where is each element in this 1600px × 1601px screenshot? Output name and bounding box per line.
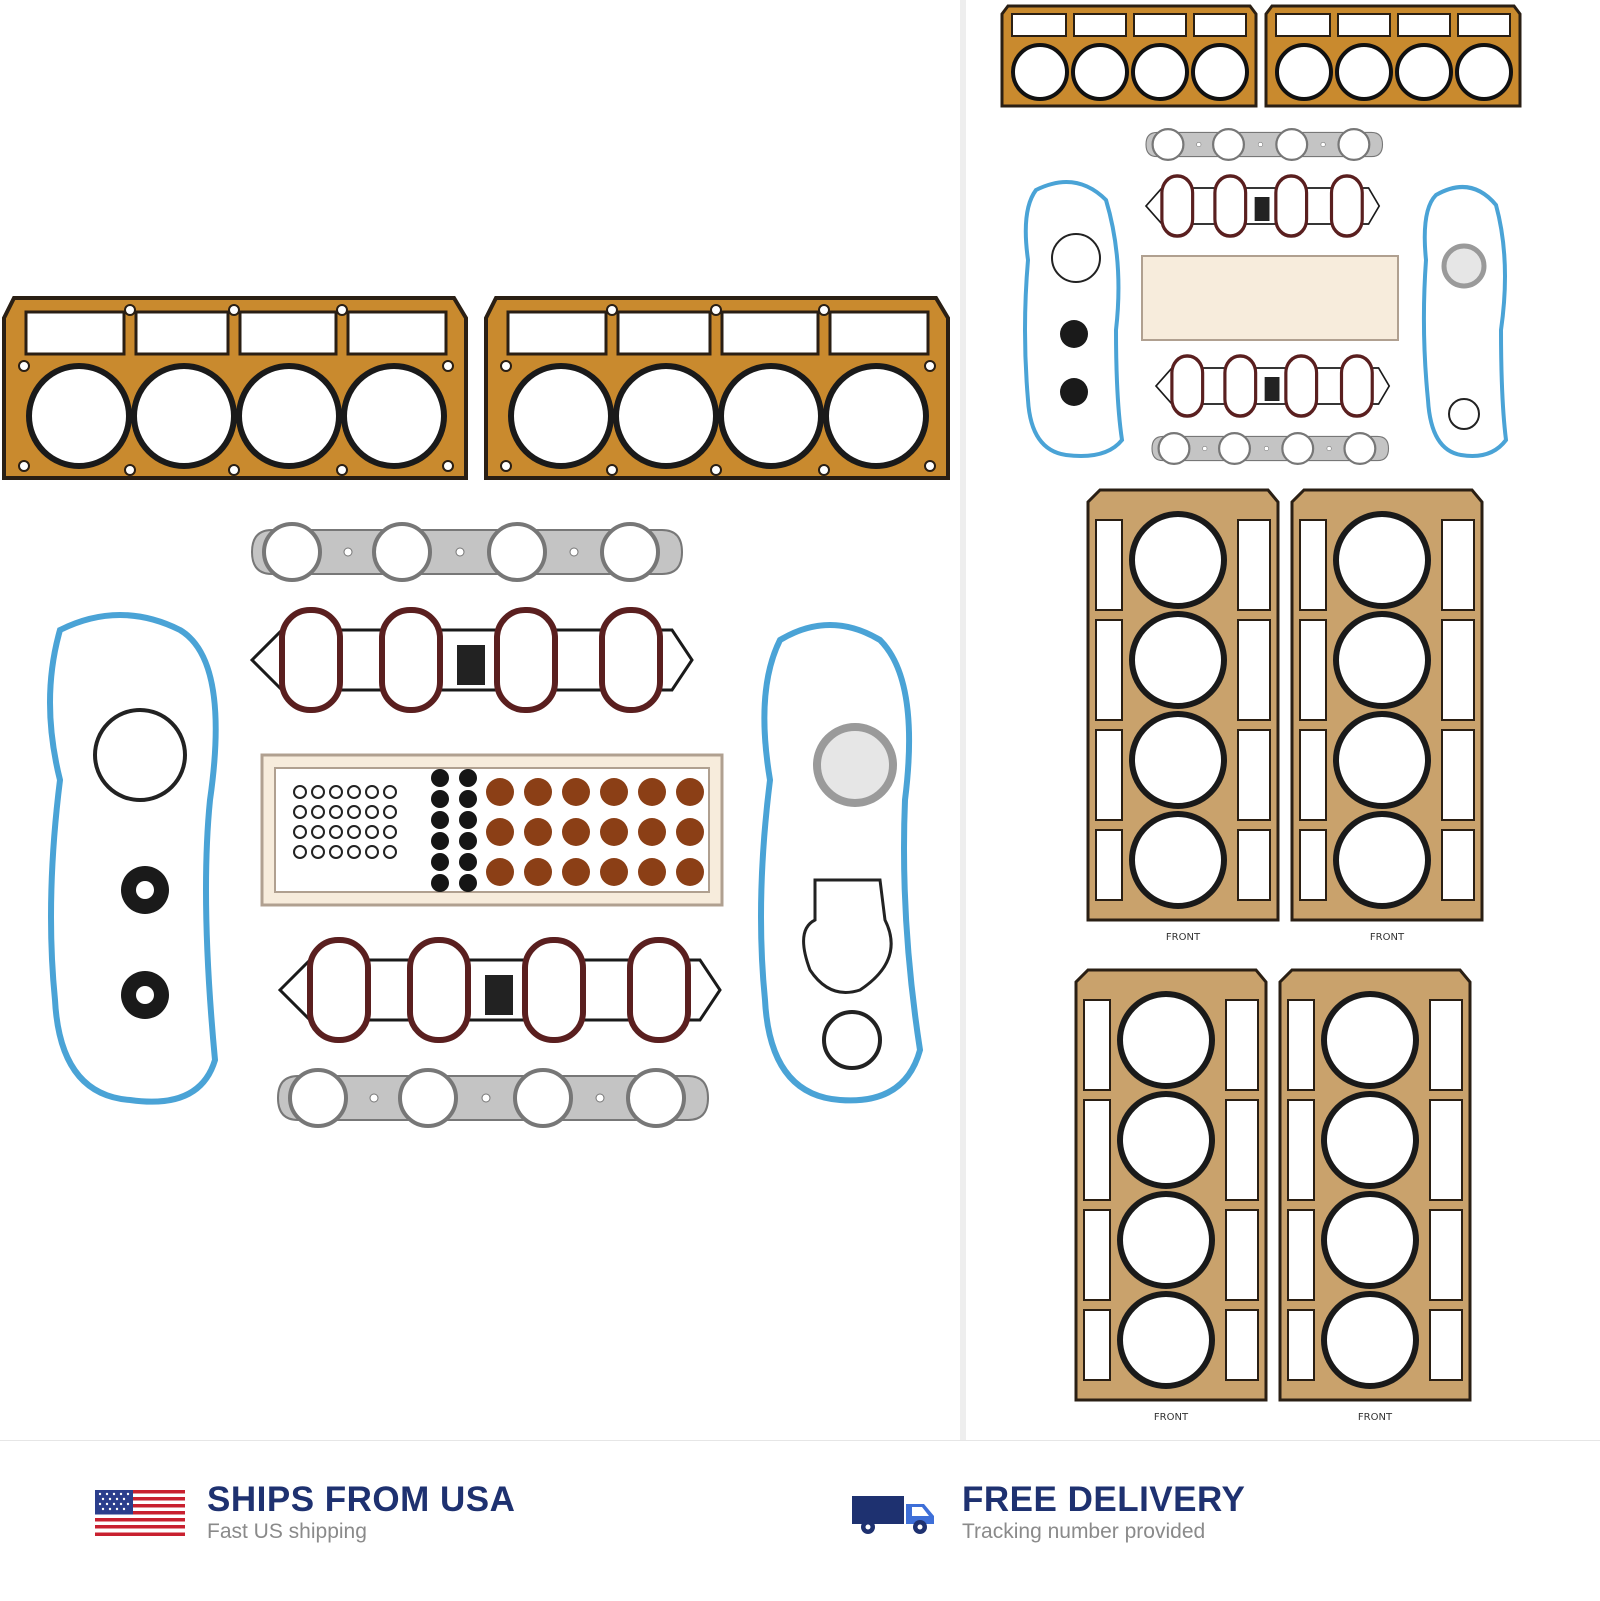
valve-stem-seal [524, 778, 552, 806]
mls-head-gasket-4 [1280, 970, 1470, 1400]
o-ring-small [383, 825, 397, 839]
free-delivery-text: FREE DELIVERY Tracking number provided [962, 1481, 1245, 1545]
delivery-truck-icon [852, 1496, 934, 1534]
o-ring-small [365, 785, 379, 799]
gasket-stamp: FRONT [1166, 932, 1201, 943]
mls-head-gasket-2 [1292, 490, 1482, 920]
valve-seal-black [431, 874, 449, 892]
gasket-set-closeup-icon: FRONT FRONT FRONT FRONT [1000, 4, 1522, 1423]
valve-seal-black [431, 769, 449, 787]
gasket-stamp: FRONT [1370, 932, 1405, 943]
o-ring-small [347, 825, 361, 839]
o-ring-small [293, 805, 307, 819]
valve-cover-gasket-left [47, 612, 219, 1105]
free-delivery-title: FREE DELIVERY [962, 1480, 1246, 1519]
valve-stem-seal [638, 818, 666, 846]
gasket-stamp: FRONT [1358, 1412, 1393, 1423]
o-ring-small [329, 805, 343, 819]
valve-stem-seal [562, 858, 590, 886]
valve-seal-black [431, 811, 449, 829]
valve-stem-seal [600, 858, 628, 886]
intake-gasket-bottom [280, 940, 720, 1040]
o-ring-small [383, 785, 397, 799]
exhaust-gasket-small-2 [1150, 432, 1390, 465]
seal-card-small [1141, 255, 1399, 341]
mls-head-gasket-3 [1076, 970, 1266, 1400]
o-ring-small [365, 805, 379, 819]
free-delivery-badge: FREE DELIVERY Tracking number provided [850, 1481, 1245, 1545]
intake-gasket-top [252, 610, 692, 710]
o-ring-small [293, 825, 307, 839]
panel-divider [960, 0, 966, 1440]
exhaust-gasket-small [1144, 128, 1384, 161]
o-ring-small [293, 845, 307, 859]
o-ring-small [311, 785, 325, 799]
valve-stem-seal [638, 778, 666, 806]
head-gasket-small-left [1000, 4, 1258, 108]
intake-gasket-small-2 [1154, 354, 1391, 418]
o-ring-small [365, 845, 379, 859]
seal-ring [93, 708, 187, 802]
exhaust-gasket-bottom [276, 1068, 710, 1128]
valve-stem-seal [524, 818, 552, 846]
valve-seal-black [459, 832, 477, 850]
valve-stem-seal [676, 858, 704, 886]
o-ring [822, 1010, 882, 1070]
valve-stem-seal [562, 818, 590, 846]
o-ring-small [365, 825, 379, 839]
o-ring-small [347, 785, 361, 799]
valve-stem-seal [486, 858, 514, 886]
valve-seal-black [459, 811, 477, 829]
valve-stem-seal [524, 858, 552, 886]
valve-seal-black [459, 874, 477, 892]
valve-stem-seal [486, 818, 514, 846]
valve-stem-seal [676, 818, 704, 846]
valve-cover-gasket-small-left [1023, 180, 1125, 458]
valve-stem-seal [600, 778, 628, 806]
o-ring-small [383, 805, 397, 819]
valve-seal-black [459, 769, 477, 787]
valve-seal-black [459, 853, 477, 871]
mls-head-gasket-1 [1088, 490, 1278, 920]
rear-main-seal [813, 723, 897, 807]
product-image-right: FRONT FRONT FRONT FRONT [966, 0, 1600, 1440]
intake-gasket-small [1144, 174, 1381, 238]
ships-from-usa-badge: SHIPS FROM USA Fast US shipping [95, 1481, 515, 1545]
valve-cover-gasket-right [758, 622, 924, 1104]
ships-from-usa-text: SHIPS FROM USA Fast US shipping [207, 1481, 515, 1545]
o-ring-small [347, 845, 361, 859]
o-ring-small [311, 825, 325, 839]
valve-seal-black [431, 790, 449, 808]
us-flag-icon [95, 1490, 185, 1536]
water-pump-gasket [802, 878, 893, 994]
valve-stem-seal [638, 858, 666, 886]
o-ring-small [293, 785, 307, 799]
gasket-stamp: FRONT [1154, 1412, 1189, 1423]
valve-stem-seal [676, 778, 704, 806]
o-ring-small [311, 845, 325, 859]
valve-stem-seal [486, 778, 514, 806]
valve-stem-seal [600, 818, 628, 846]
head-gasket-right [486, 298, 948, 478]
valve-stem-seal [562, 778, 590, 806]
o-ring-small [347, 805, 361, 819]
exhaust-gasket-top [250, 522, 684, 582]
head-gasket-left [4, 298, 466, 478]
valve-seal-black [459, 790, 477, 808]
o-ring-small [329, 845, 343, 859]
head-gasket-small-right [1264, 4, 1522, 108]
valve-seal-black [431, 853, 449, 871]
ships-from-usa-subtitle: Fast US shipping [207, 1520, 367, 1543]
o-ring-small [329, 825, 343, 839]
free-delivery-subtitle: Tracking number provided [962, 1520, 1206, 1543]
valve-cover-gasket-small-right [1421, 185, 1509, 458]
gasket-set-overview-icon [0, 0, 960, 1128]
o-ring-small [311, 805, 325, 819]
o-ring-small [383, 845, 397, 859]
ships-from-usa-title: SHIPS FROM USA [207, 1480, 516, 1519]
footer-badges: SHIPS FROM USA Fast US shipping FREE DEL… [0, 1440, 1600, 1601]
product-image-left [0, 0, 960, 1128]
o-ring-small [329, 785, 343, 799]
valve-seal-black [431, 832, 449, 850]
